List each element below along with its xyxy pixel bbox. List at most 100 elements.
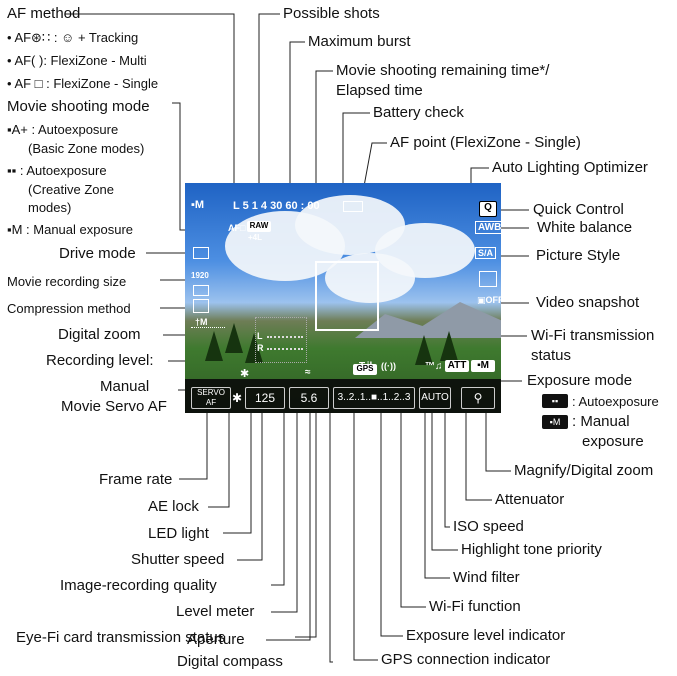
alo-icon xyxy=(479,271,497,287)
picture-style-icon: S/A xyxy=(475,247,497,259)
leader-frame xyxy=(179,402,208,480)
bottom-info-bar xyxy=(185,379,501,413)
label-magnify: Magnify/Digital zoom xyxy=(514,462,654,479)
label-digital-zoom: Digital zoom xyxy=(58,326,141,343)
leader-quality xyxy=(271,405,285,586)
label-af-method: AF method xyxy=(7,5,81,22)
iso-display: AUTO xyxy=(419,387,451,409)
label-em-manual-2: exposure xyxy=(582,433,644,450)
label-manual-exposure: ▪M : Manual exposure xyxy=(7,222,134,237)
eyefi-status-icon: ≈ xyxy=(305,367,311,378)
magnify-icon: ⚲ xyxy=(461,387,495,409)
label-exposure-level: Exposure level indicator xyxy=(406,627,566,644)
label-iso: ISO speed xyxy=(453,518,524,535)
rec-level-meter-l xyxy=(267,336,303,338)
servo-af-icon: SERVO AF xyxy=(191,387,231,409)
top-readout: L 5 1 4 30 60 : 00 xyxy=(233,200,320,212)
leader-wind xyxy=(424,382,450,579)
label-exposure-mode: Exposure mode xyxy=(527,372,633,389)
level-meter-frame xyxy=(255,317,307,363)
label-recording-level: Recording level: xyxy=(46,352,154,369)
raw-icon: RAW xyxy=(247,221,271,232)
leader-shutter xyxy=(237,405,263,561)
wind-filter-icon: ™♫ xyxy=(425,361,443,372)
label-wifi-tx-1: Wi-Fi transmission xyxy=(531,327,655,344)
label-aperture: Aperture xyxy=(187,631,245,648)
rec-size-icon: 1920 xyxy=(191,271,209,280)
label-auto-creative-3: modes) xyxy=(28,200,72,215)
gps-icon: GPS xyxy=(353,364,377,375)
leader-possible-shots xyxy=(258,13,280,195)
label-attenuator: Attenuator xyxy=(495,491,565,508)
zoom-scale xyxy=(191,327,225,328)
leader-af-method xyxy=(65,13,235,195)
exposure-mode-icon: ▪M xyxy=(471,360,495,372)
rec-level-r: R xyxy=(257,343,264,353)
label-battery: Battery check xyxy=(373,104,464,121)
label-af-face-tracking: • AF⊛∷ : ☺ + Tracking xyxy=(7,30,139,45)
leader-compass xyxy=(329,370,333,663)
ae-lock-icon: ✱ xyxy=(232,391,243,405)
label-em-auto: : Autoexposure xyxy=(572,394,659,409)
label-movie-time-1: Movie shooting remaining time*/ xyxy=(336,62,550,79)
leader-max-burst xyxy=(289,41,305,195)
label-shutter-speed: Shutter speed xyxy=(131,551,225,568)
video-snapshot-icon: ▣OFF xyxy=(477,295,501,305)
leader-magnify xyxy=(485,405,511,472)
quick-control-icon: Q xyxy=(479,201,497,217)
battery-icon xyxy=(343,201,363,212)
movie-mode-icon: ▪M xyxy=(191,199,205,211)
label-eyefi: Eye-Fi card transmission status xyxy=(16,629,226,646)
wb-icon: AWB xyxy=(475,221,501,234)
quality-sub: +4L xyxy=(248,233,263,242)
label-max-burst: Maximum burst xyxy=(308,33,411,50)
leader-movie-time xyxy=(315,70,333,195)
shutter-speed-display: 125 xyxy=(245,387,285,409)
label-af-single: • AF □ : FlexiZone - Single xyxy=(7,76,159,91)
label-gps: GPS connection indicator xyxy=(381,651,551,668)
wifi-tx-icon: ((·)) xyxy=(381,361,396,371)
leader-level xyxy=(271,345,298,613)
drive-mode-icon xyxy=(193,247,209,259)
leader-exp-level xyxy=(380,405,403,637)
leader-htp xyxy=(431,382,458,551)
leader-att xyxy=(465,382,492,501)
label-quick-control: Quick Control xyxy=(533,201,624,218)
leader-led xyxy=(223,372,252,534)
label-wifi-function: Wi-Fi function xyxy=(429,598,521,615)
label-auto-basic-2: (Basic Zone modes) xyxy=(28,141,145,156)
label-auto-basic-1: ▪A+ : Autoexposure xyxy=(7,122,119,137)
leader-ae xyxy=(208,405,230,508)
label-possible-shots: Possible shots xyxy=(283,5,380,22)
aperture-display: 5.6 xyxy=(289,387,329,409)
label-drive-mode: Drive mode xyxy=(59,245,136,262)
exp-mode-auto-icon: ▪▪ xyxy=(542,394,568,408)
label-level-meter: Level meter xyxy=(176,603,255,620)
label-auto-creative-2: (Creative Zone xyxy=(28,182,114,197)
label-picture-style: Picture Style xyxy=(536,247,621,264)
label-ae-lock: AE lock xyxy=(148,498,199,515)
leader-iso xyxy=(444,405,450,528)
label-white-balance: White balance xyxy=(537,219,633,236)
leader-gps xyxy=(353,382,378,661)
leader-wifi-func xyxy=(400,382,426,608)
digital-zoom-icon: †M xyxy=(195,317,208,327)
exposure-level-display: 3..2..1..■..1..2..3 xyxy=(333,387,415,409)
label-alo: Auto Lighting Optimizer xyxy=(492,159,648,176)
label-led-light: LED light xyxy=(148,525,209,542)
att-icon: ATT xyxy=(445,360,469,372)
label-servo-af: Movie Servo AF xyxy=(61,398,167,415)
label-movie-rec-size: Movie recording size xyxy=(7,274,127,289)
leader-battery xyxy=(342,112,370,195)
label-wind-filter: Wind filter xyxy=(453,569,520,586)
label-manual: Manual xyxy=(100,378,150,395)
led-light-icon: ✱ xyxy=(240,368,250,380)
label-htp: Highlight tone priority xyxy=(461,541,602,558)
camera-lcd-screen: ▪M L 5 1 4 30 60 : 00 AF□ RAW +4L Q AWB … xyxy=(185,183,501,413)
rec-level-l: L xyxy=(257,331,263,341)
exp-mode-manual-icon: ▪M xyxy=(542,415,568,429)
label-af-multi: • AF( ): FlexiZone - Multi xyxy=(7,53,147,68)
label-compression: Compression method xyxy=(7,301,131,316)
eyefi-icon xyxy=(193,299,209,313)
compression-icon xyxy=(193,285,209,296)
